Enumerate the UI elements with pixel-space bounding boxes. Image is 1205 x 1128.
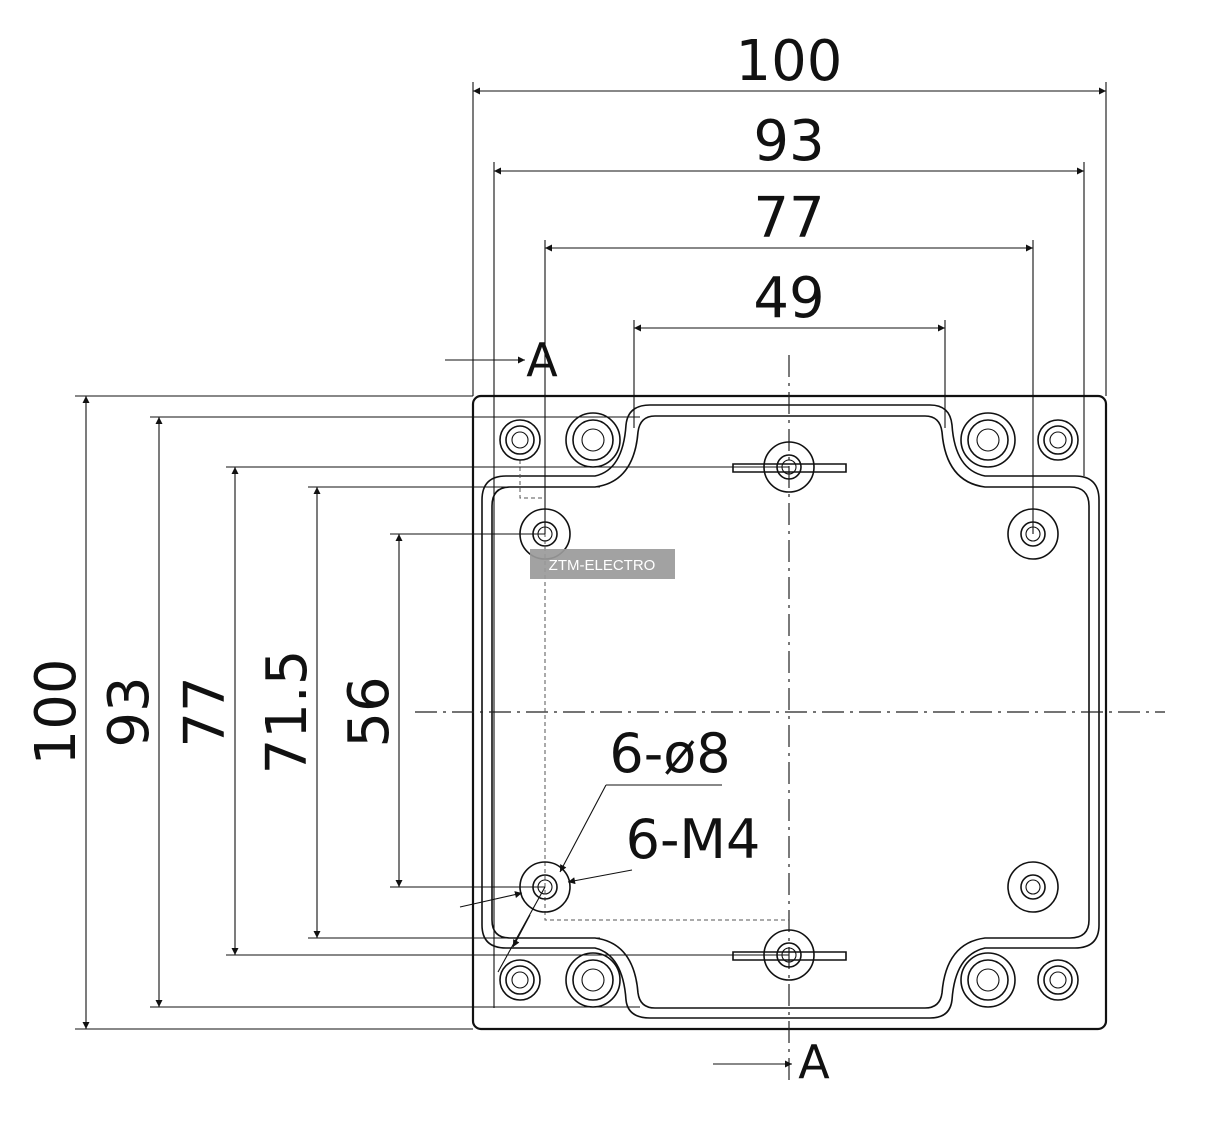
lid-screw-br [960, 952, 1016, 1008]
dim-width-100: 100 [472, 29, 1107, 396]
section-marker-bottom: A [713, 1035, 830, 1089]
section-label-bottom: A [798, 1035, 830, 1089]
dim-height-77: 77 [173, 466, 789, 956]
section-label-top: A [526, 333, 558, 387]
watermark-label: ZTM-ELECTRO [549, 557, 656, 574]
hole-callout-label: 6-ø8 [609, 722, 730, 785]
dim-height-100-label: 100 [24, 659, 89, 766]
dim-height-71-5: 71.5 [255, 486, 600, 939]
dim-width-93: 93 [493, 109, 1085, 1008]
hole-callout: 6-ø8 [559, 722, 731, 873]
dim-height-100: 100 [24, 395, 473, 1030]
dim-height-93-label: 93 [97, 676, 162, 747]
lid-screw-tl [565, 412, 621, 468]
lid-screw-tr [960, 412, 1016, 468]
dim-height-56: 56 [337, 533, 545, 888]
dim-height-56-label: 56 [337, 676, 402, 747]
corner-hole-br [1037, 959, 1079, 1001]
thread-callout-label: 6-M4 [626, 808, 761, 871]
dim-height-77-label: 77 [173, 676, 238, 747]
mount-boss-br [1007, 861, 1059, 913]
thread-callout: 6-M4 [459, 808, 761, 973]
corner-hole-bl [499, 959, 541, 1001]
lid-screw-bl [565, 952, 621, 1008]
corner-hole-tr [1037, 419, 1079, 461]
section-marker-top: A [445, 333, 558, 387]
watermark: ZTM-ELECTRO [530, 549, 675, 579]
corner-hole-tl [499, 419, 541, 461]
lid-outer-outline [481, 404, 1100, 1019]
dim-height-93: 93 [97, 416, 640, 1008]
dim-width-49-label: 49 [753, 266, 824, 331]
dim-width-49: 49 [633, 266, 946, 428]
dim-height-71-5-label: 71.5 [255, 650, 320, 775]
dim-width-77-label: 77 [753, 186, 824, 251]
dim-width-77: 77 [544, 186, 1034, 534]
dim-width-93-label: 93 [753, 109, 824, 174]
dim-width-100-label: 100 [736, 29, 843, 94]
